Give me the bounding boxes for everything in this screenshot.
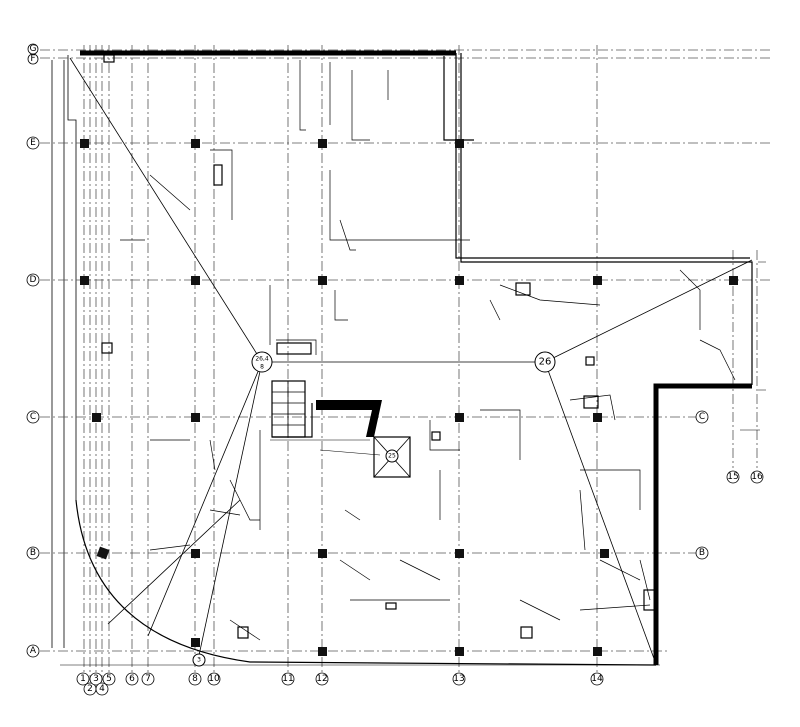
axis-bubble-v8-label: 10 xyxy=(208,674,220,684)
axis-bubble-v5-label: 6 xyxy=(129,674,135,684)
axis-bubble-v4: 5 xyxy=(102,672,116,686)
axis-bubble-v10-label: 12 xyxy=(316,674,327,684)
left-frame xyxy=(51,55,77,648)
axis-bubble-v3-label: 4 xyxy=(99,684,105,694)
axis-bubble-v13: 15 xyxy=(726,470,740,484)
axis-bubble-h2-label: E xyxy=(30,138,36,148)
node-core-label: 25 xyxy=(388,453,396,460)
beam-details xyxy=(60,54,766,666)
axis-bubble-v8: 10 xyxy=(207,672,221,686)
axis-bubble-v6-label: 7 xyxy=(145,674,151,684)
axis-bubble-v12: 14 xyxy=(590,672,604,686)
node-left: 26,4 8 xyxy=(251,351,273,373)
axis-bubble-v0: 1 xyxy=(76,672,90,686)
axis-bubble-h0-label: G xyxy=(30,44,37,54)
axis-bubble-v7: 8 xyxy=(188,672,202,686)
axis-bubble-v11-label: 13 xyxy=(453,674,464,684)
axis-bubble-h1-label: F xyxy=(30,54,35,64)
vertical-grid-lines xyxy=(83,45,758,680)
axis-bubble-h4-label: C xyxy=(30,412,36,422)
node-left-label: 26,4 xyxy=(255,356,269,363)
node-right: 26 xyxy=(534,351,556,373)
axis-bubble-v10: 12 xyxy=(315,672,329,686)
axis-bubble-v6: 7 xyxy=(141,672,155,686)
right-axis-bubbles: CB xyxy=(695,410,709,560)
axis-bubble-h4: C xyxy=(26,410,40,424)
axis-bubble-h1: F xyxy=(27,53,39,65)
axis-bubble-v9-label: 11 xyxy=(282,674,293,684)
axis-bubble-r0: C xyxy=(695,410,709,424)
axis-bubble-h3: D xyxy=(26,273,40,287)
node-bottom: 3 xyxy=(192,653,206,667)
axis-bubble-v11: 13 xyxy=(452,672,466,686)
axis-bubble-v12-label: 14 xyxy=(591,674,603,684)
axis-bubble-h6-label: A xyxy=(30,646,37,656)
axis-bubble-v14-label: 16 xyxy=(751,472,763,482)
node-right-label: 26 xyxy=(539,357,552,368)
axis-bubble-r1-label: B xyxy=(699,548,705,558)
node-bottom-label: 3 xyxy=(197,657,201,664)
columns xyxy=(80,139,738,656)
horizontal-grid-lines xyxy=(40,49,770,652)
axis-bubble-v4-label: 5 xyxy=(106,674,112,684)
horizontal-axis-bubbles: GF E D C B A xyxy=(26,43,40,658)
axis-bubble-v9: 11 xyxy=(281,672,295,686)
axis-bubble-v1-label: 2 xyxy=(87,684,93,694)
node-core: 25 xyxy=(385,449,399,463)
axis-bubble-v3: 4 xyxy=(95,682,109,696)
axis-bubble-v13-label: 15 xyxy=(727,472,738,482)
axis-bubble-v0-label: 1 xyxy=(80,674,86,684)
axis-bubble-v7-label: 8 xyxy=(192,674,198,684)
diagonal-lines xyxy=(69,57,753,665)
stair-core xyxy=(271,380,411,478)
axis-bubble-h5: B xyxy=(26,546,40,560)
node-left-sublabel: 8 xyxy=(260,364,264,371)
axis-bubble-v5: 6 xyxy=(125,672,139,686)
axis-bubble-v2: 3 xyxy=(89,672,103,686)
axis-bubble-r1: B xyxy=(695,546,709,560)
axis-bubble-h0: G xyxy=(27,43,39,55)
axis-bubble-h6: A xyxy=(26,644,40,658)
axis-bubble-v2-label: 3 xyxy=(93,674,99,684)
axis-bubble-h5-label: B xyxy=(30,548,36,558)
walls xyxy=(75,50,753,666)
axis-bubble-h2: E xyxy=(26,136,40,150)
axis-bubble-v14: 16 xyxy=(750,470,764,484)
axis-bubble-r0-label: C xyxy=(699,412,705,422)
axis-bubble-h3-label: D xyxy=(30,275,37,285)
